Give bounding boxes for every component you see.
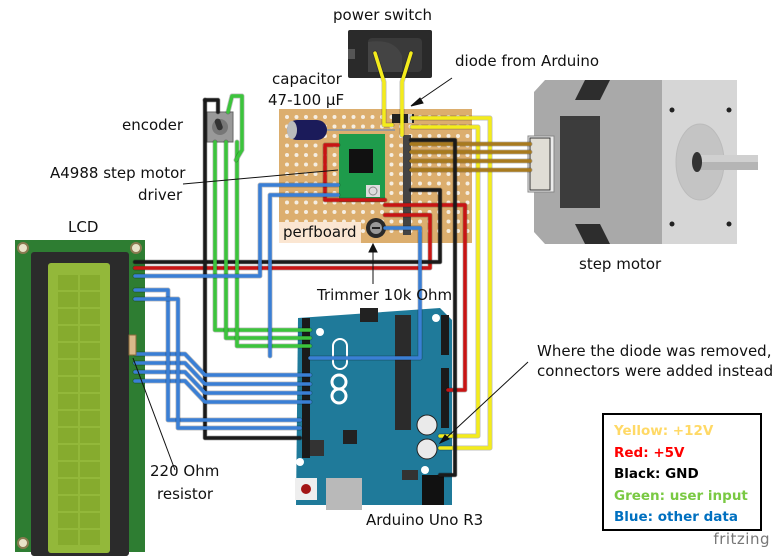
- wire-green: [235, 140, 312, 348]
- wire-yellow: [400, 51, 413, 137]
- label-perfboard: perfboard: [279, 222, 361, 243]
- fritzing-watermark: fritzing: [713, 530, 770, 548]
- step-motor: [527, 80, 758, 244]
- wire-red: [323, 143, 387, 202]
- wire-yellow: [410, 125, 480, 438]
- wire-black: [133, 188, 442, 264]
- encoder: [206, 111, 234, 143]
- lcd: [15, 240, 145, 556]
- wire-blue: [133, 297, 302, 430]
- label-lcd: LCD: [68, 218, 99, 236]
- wire-blue: [133, 288, 302, 422]
- legend-item-red: Red: +5V: [614, 444, 685, 461]
- annotation-arrows: [132, 77, 529, 471]
- legend: Yellow: +12V Red: +5V Black: GND Green: …: [602, 413, 762, 531]
- label-step-motor: step motor: [579, 255, 662, 273]
- label-driver-line2: driver: [138, 186, 183, 204]
- label-capacitor-line2: 47-100 µF: [268, 91, 345, 109]
- label-power-switch: power switch: [333, 6, 433, 24]
- wire-blue: [133, 370, 312, 395]
- wire-black: [409, 138, 457, 477]
- wire-blue: [133, 183, 340, 278]
- label-arduino: Arduino Uno R3: [366, 511, 484, 529]
- capacitor: [287, 120, 395, 140]
- power-switch: [348, 30, 432, 78]
- a4988-driver: [339, 134, 385, 202]
- legend-item-yellow: Yellow: +12V: [614, 423, 714, 439]
- wire-blue: [308, 226, 422, 360]
- label-diode-from-arduino: diode from Arduino: [455, 52, 600, 70]
- label-resistor-line2: resistor: [157, 485, 214, 503]
- wire-red: [133, 213, 432, 270]
- label-resistor-line1: 220 Ohm: [150, 462, 220, 480]
- wire-yellow: [373, 51, 394, 127]
- legend-item-green: Green: user input: [614, 487, 748, 504]
- wire-green: [224, 140, 312, 340]
- wire-blue: [133, 352, 312, 377]
- wire-black: [203, 98, 302, 440]
- wires: [128, 50, 533, 478]
- wire-green: [226, 94, 244, 162]
- arduino-board: [295, 308, 452, 510]
- resistor-220-ohm: [128, 334, 137, 356]
- wire-blue: [133, 379, 312, 404]
- label-diode-removed-line2: connectors were added instead: [537, 362, 774, 380]
- legend-item-blue: Blue: other data: [614, 509, 738, 525]
- header-strip: [403, 135, 411, 235]
- wire-blue: [268, 193, 340, 358]
- arduino-logo: [330, 338, 348, 405]
- wire-green: [213, 140, 312, 332]
- wire-yellow: [410, 116, 492, 450]
- label-driver-line1: A4988 step motor: [50, 164, 186, 182]
- trimmer: [366, 218, 386, 238]
- label-trimmer: Trimmer 10k Ohm: [317, 286, 453, 304]
- label-encoder: encoder: [122, 116, 184, 134]
- label-diode-removed-line1: Where the diode was removed,: [537, 342, 772, 360]
- wire-black: [203, 98, 220, 114]
- legend-item-black: Black: GND: [614, 466, 699, 482]
- wire-blue: [133, 361, 312, 386]
- lcd-pixel-grid: [58, 275, 100, 545]
- label-capacitor-line1: capacitor: [272, 70, 342, 88]
